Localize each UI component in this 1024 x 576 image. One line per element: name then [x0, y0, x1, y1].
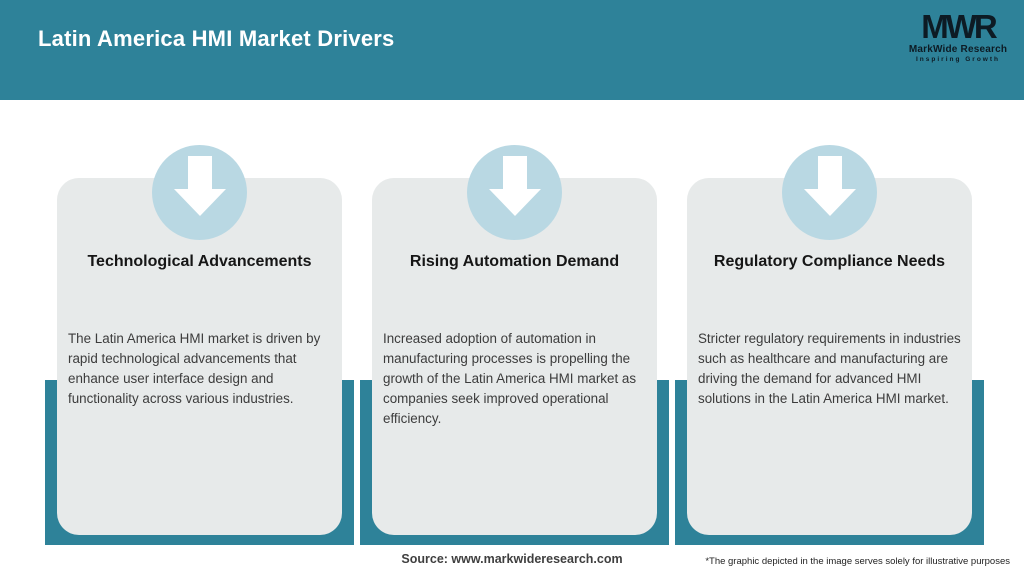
logo-name: MarkWide Research: [908, 44, 1008, 55]
markwide-research-logo: MWR MarkWide Research Inspiring Growth: [902, 10, 1014, 63]
card-title: Technological Advancements: [87, 253, 312, 270]
header-bar: Latin America HMI Market Drivers MWR Mar…: [0, 0, 1024, 100]
card-title: Regulatory Compliance Needs: [713, 253, 946, 270]
source-text: Source: www.markwideresearch.com: [401, 552, 623, 566]
logo-tagline: Inspiring Growth: [916, 56, 1000, 63]
arrow-down-icon: [152, 145, 247, 240]
arrow-down-icon: [467, 145, 562, 240]
logo-acronym: MWR: [921, 8, 997, 45]
card-description: Increased adoption of automation in manu…: [383, 331, 637, 426]
arrow-down-icon: [782, 145, 877, 240]
card-description: The Latin America HMI market is driven b…: [68, 331, 321, 406]
disclaimer-text: *The graphic depicted in the image serve…: [705, 556, 1010, 567]
card-title: Rising Automation Demand: [409, 253, 620, 270]
page-title: Latin America HMI Market Drivers: [38, 26, 395, 51]
card-description: Stricter regulatory requirements in indu…: [698, 331, 961, 406]
